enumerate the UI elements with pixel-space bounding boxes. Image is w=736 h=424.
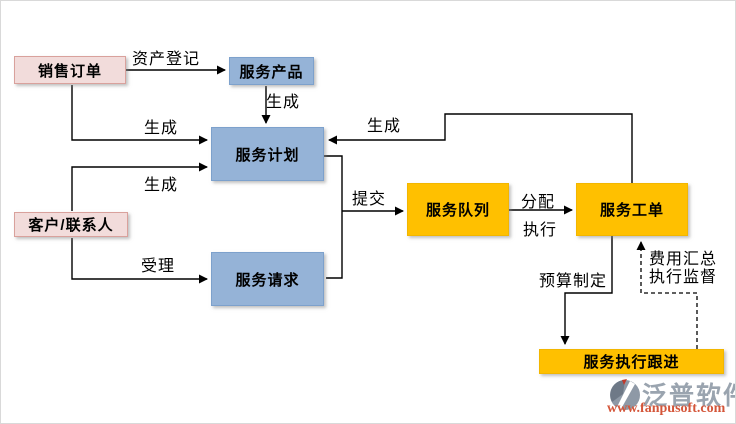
label-assign: 分配 (521, 194, 556, 211)
edge-cost-summary-dashed (636, 241, 698, 349)
label-generate-left-upper: 生成 (144, 120, 179, 137)
node-service-product: 服务产品 (229, 57, 314, 85)
edge-budget (560, 236, 613, 345)
node-service-queue: 服务队列 (407, 183, 509, 236)
vendor-name: 泛普软件 (642, 382, 735, 410)
label-asset-register: 资产登记 (132, 51, 201, 68)
node-customer-contact: 客户/联系人 (14, 212, 128, 237)
label-cost-summary: 费用汇总 (649, 251, 718, 268)
node-sales-order: 销售订单 (14, 56, 126, 84)
label-budget: 预算制定 (539, 273, 608, 290)
label-execute: 执行 (523, 222, 558, 239)
label-generate-feedback: 生成 (367, 118, 402, 135)
fanpu-logo-icon (610, 379, 640, 410)
node-service-plan: 服务计划 (211, 127, 324, 181)
edge-generate-left-upper (71, 85, 208, 145)
label-accept: 受理 (141, 258, 176, 275)
edge-generate-feedback (328, 113, 633, 183)
node-service-request: 服务请求 (211, 252, 324, 306)
label-exec-supervise: 执行监督 (649, 269, 718, 286)
edge-accept (71, 238, 208, 284)
node-service-followup: 服务执行跟进 (539, 349, 724, 374)
vendor-url: www.fanpusoft.com (607, 401, 726, 416)
label-generate-left-lower: 生成 (144, 177, 179, 194)
edge-junction (324, 155, 343, 279)
edge-generate-left-lower (71, 162, 208, 211)
label-submit: 提交 (352, 191, 387, 208)
node-service-workorder: 服务工单 (576, 183, 688, 236)
label-generate-top: 生成 (266, 94, 301, 111)
